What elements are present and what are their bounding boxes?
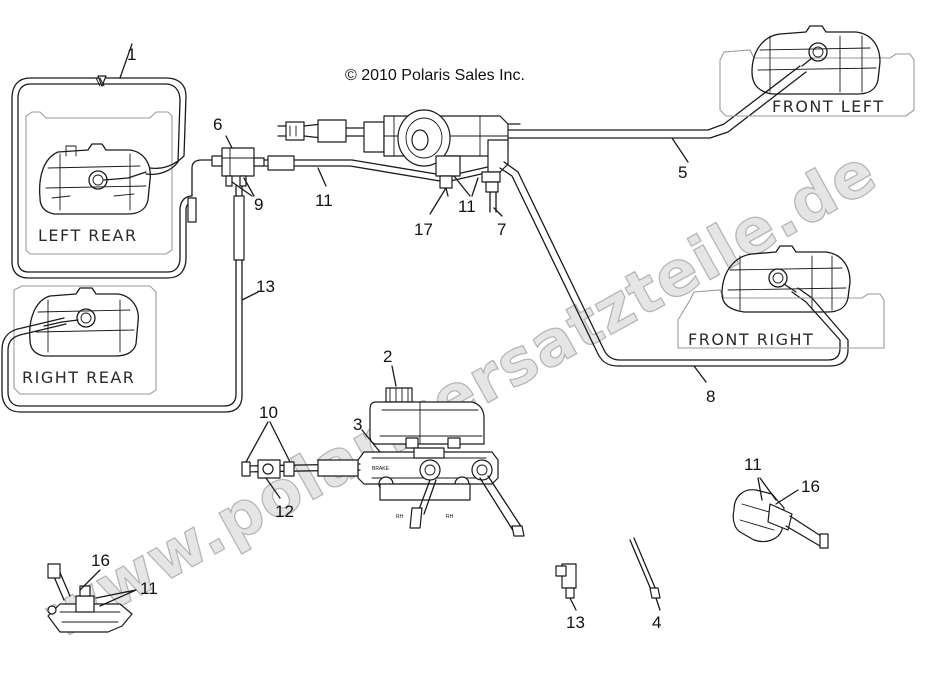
callout-6: 6 [213,115,222,134]
callout-14: 12 [275,502,294,521]
brake-line-12: 11 [263,155,493,210]
callout-16-left: 16 [91,551,110,570]
front-left-caliper: FRONT LEFT [719,25,915,117]
svg-text:RH: RH [446,514,454,520]
callout-10: 10 [259,403,278,422]
part-4-pin: 4 [629,537,661,632]
callout-11-right: 11 [744,455,762,474]
master-cylinder-upper: 17 11 7 [277,109,521,239]
callout-9: 9 [254,195,263,214]
callout-5: 5 [678,163,687,182]
fitting-line1 [187,197,197,223]
callout-3: 3 [353,415,362,434]
label-left-rear: LEFT REAR [38,226,138,245]
front-right-caliper: FRONT RIGHT [677,245,885,349]
callout-4: 4 [652,613,661,632]
distribution-block: 6 9 [211,115,265,214]
callout-12: 11 [315,191,333,210]
left-rear-caliper: LEFT REAR [25,111,173,255]
callout-8: 8 [706,387,715,406]
copyright-notice: © 2010 Polaris Sales Inc. [345,67,525,84]
part-13-fitting: 13 [555,563,585,632]
callout-7: 7 [497,220,506,239]
label-front-left: FRONT LEFT [772,97,884,116]
brake-line-5: 5 [507,65,807,182]
label-front-right: FRONT RIGHT [688,330,814,349]
callout-17: 17 [414,220,433,239]
brake-line-8: 8 [499,161,849,406]
callout-13: 13 [566,613,585,632]
callout-11-left: 11 [140,579,158,598]
callout-15: 13 [256,277,275,296]
master-cylinder-lower: BRAKE RH RH 2 3 10 12 [241,347,525,537]
callout-2: 2 [383,347,392,366]
callout-1: 1 [127,45,136,64]
brake-switch-left: 16 11 [47,551,158,633]
brake-line-15: 13 [1,185,275,413]
svg-text:RH: RH [396,514,404,520]
brake-line-1: 1 [11,43,195,279]
callout-11-upper: 11 [458,197,476,216]
label-right-rear: RIGHT REAR [22,368,135,387]
right-rear-caliper: RIGHT REAR [13,285,157,395]
svg-text:BRAKE: BRAKE [372,466,390,472]
callout-16-right: 16 [801,477,820,496]
brake-switch-right: 11 16 [732,455,829,549]
